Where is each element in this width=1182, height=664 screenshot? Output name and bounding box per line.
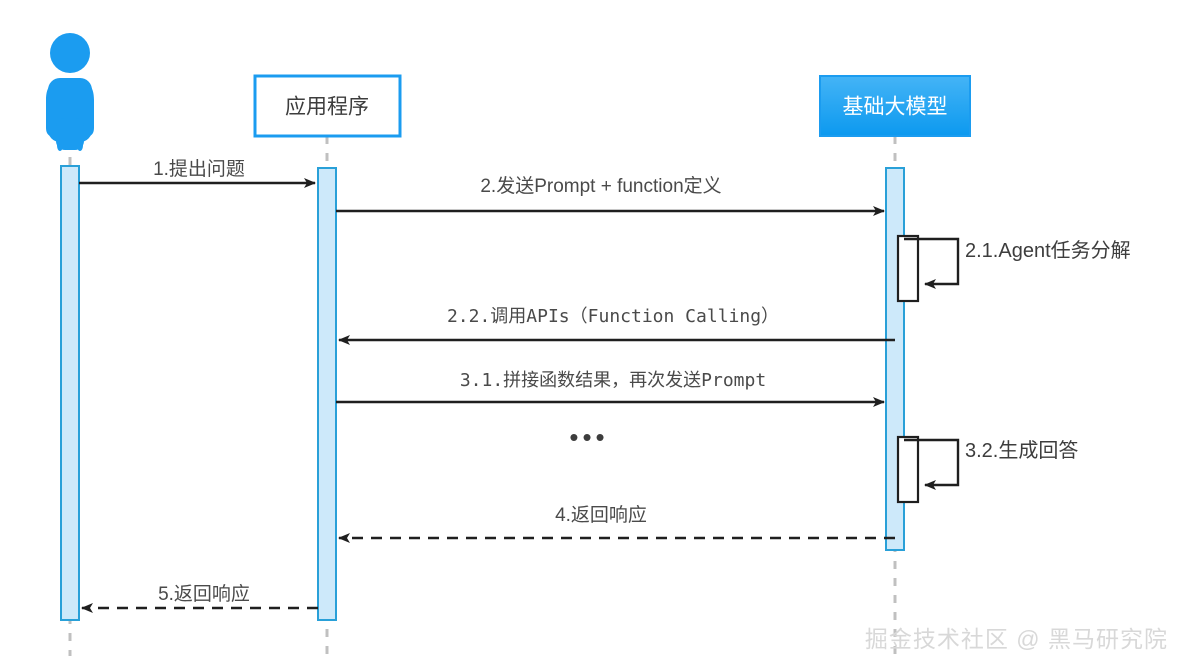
activation-bar-user — [60, 165, 80, 621]
message-label-2: 2.发送Prompt + function定义 — [480, 176, 722, 197]
participant-label-model: 基础大模型 — [842, 95, 948, 119]
message-label-1: 1.提出问题 — [153, 159, 245, 180]
person-icon — [46, 33, 94, 151]
self-call-label-3-2: 3.2.生成回答 — [965, 440, 1079, 462]
message-label-4: 4.返回响应 — [555, 505, 647, 526]
participant-label-app: 应用程序 — [285, 95, 369, 119]
message-label-2-2: 2.2.调用APIs（Function Calling） — [446, 306, 780, 327]
participant-box-model[interactable] — [819, 75, 971, 137]
self-call-label-2-1: 2.1.Agent任务分解 — [965, 240, 1131, 262]
watermark: 掘金技术社区 @ 黑马研究院 — [864, 626, 1168, 652]
message-label-3-1: 3.1.拼接函数结果，再次发送Prompt — [459, 370, 767, 391]
activation-bar-app — [317, 167, 337, 621]
nested-activation-generate-answer — [896, 435, 920, 504]
ellipsis-marker: ••• — [569, 422, 609, 452]
self-call-loop-2-1 — [904, 237, 960, 289]
participant-box-app[interactable] — [253, 74, 402, 138]
self-call-loop-3-2 — [904, 438, 960, 490]
nested-activation-agent-task — [896, 234, 920, 303]
message-label-5: 5.返回响应 — [158, 584, 250, 605]
